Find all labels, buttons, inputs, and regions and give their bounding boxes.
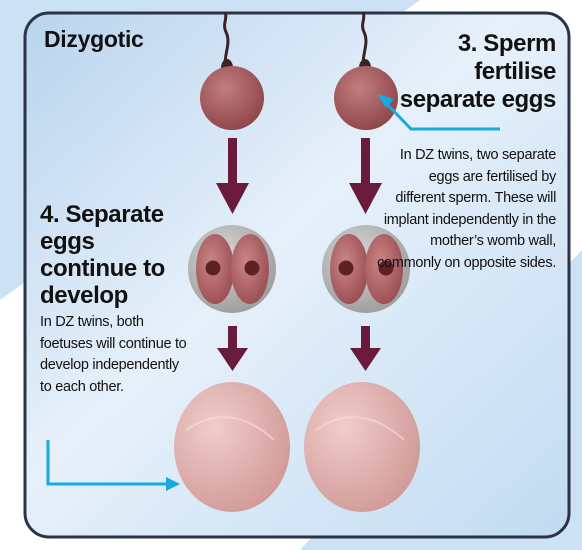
step3-description: In DZ twins, two separate eggs are ferti… [376,145,556,274]
diagram-title: Dizygotic [44,26,144,53]
step3-title: 3. Sperm fertilise separate eggs [386,30,556,114]
step4-description: In DZ twins, both foetuses will continue… [40,312,190,398]
egg-left-icon [200,66,264,130]
foetus-right-icon [304,382,420,512]
foetus-left-icon [174,382,290,512]
step4-title: 4. Separate eggs continue to develop [40,201,190,309]
